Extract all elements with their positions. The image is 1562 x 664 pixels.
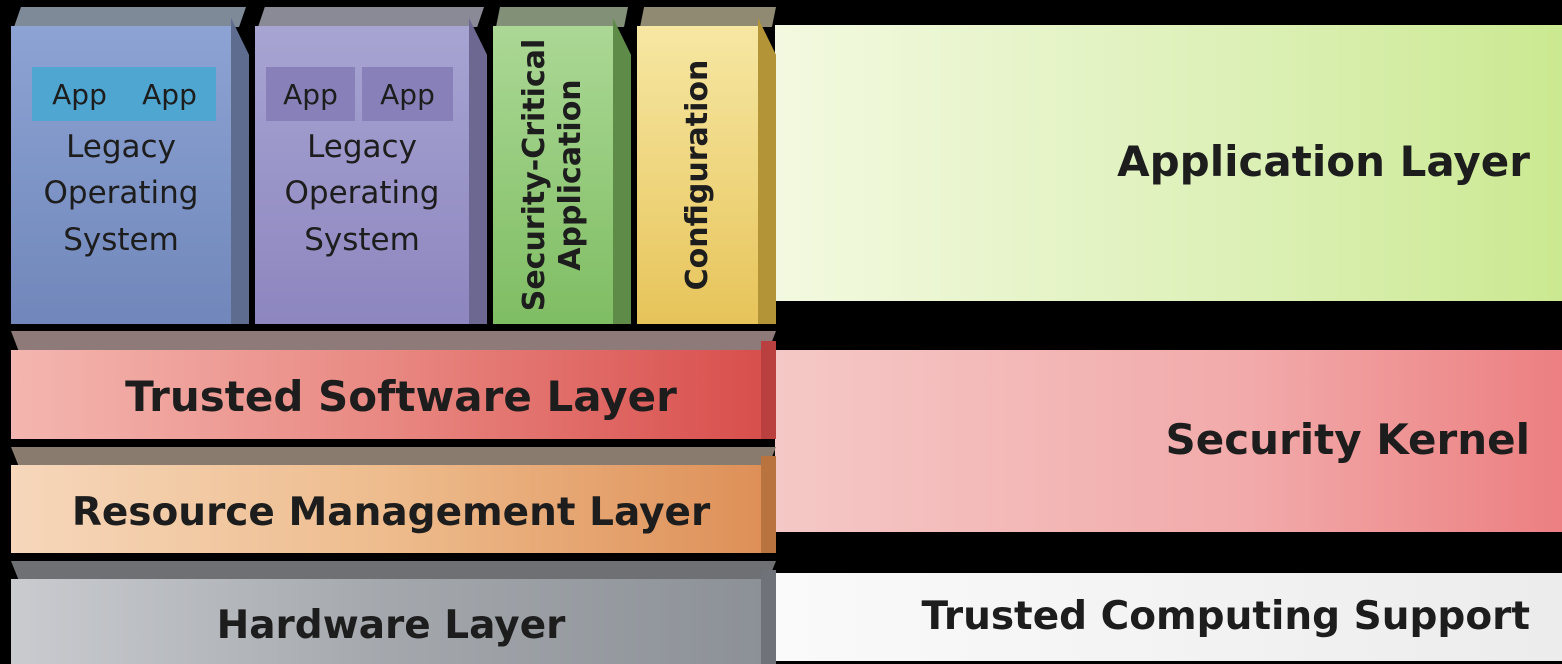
trusted-software-layer-side-face: [761, 341, 776, 439]
hardware-layer-top-face: [11, 561, 776, 580]
configuration-block: Configuration: [637, 26, 758, 324]
configuration-side-face: [758, 18, 776, 324]
trusted-software-layer-label: Trusted Software Layer: [125, 372, 677, 421]
hardware-layer: Hardware Layer: [11, 579, 761, 664]
security-kernel-band: Security Kernel: [775, 350, 1562, 532]
legacy-os-1-app-right: App: [123, 67, 216, 121]
security-critical-block: Security-Critical Application: [493, 26, 613, 324]
security-critical-label: Security-Critical Application: [517, 26, 589, 324]
legacy-os-2-side-face: [469, 18, 487, 324]
resource-management-layer-top-face: [11, 447, 776, 466]
trusted-software-layer: Trusted Software Layer: [11, 350, 761, 439]
legacy-os-2-label-line1: Legacy: [307, 129, 417, 165]
legacy-os-2-label-line3: System: [304, 222, 420, 258]
resource-management-layer: Resource Management Layer: [11, 465, 761, 553]
hardware-layer-label: Hardware Layer: [216, 603, 566, 648]
security-critical-label-line2: Application: [553, 79, 588, 271]
security-critical-label-line1: Security-Critical: [517, 38, 552, 312]
legacy-os-1-side-face: [231, 18, 249, 324]
security-kernel-label: Security Kernel: [1165, 415, 1530, 464]
trusted-computing-support-label: Trusted Computing Support: [921, 594, 1530, 639]
trusted-computing-support-band: Trusted Computing Support: [775, 573, 1562, 661]
configuration-top-face: [640, 7, 776, 27]
configuration-label: Configuration: [680, 59, 715, 291]
legacy-os-1-label-line3: System: [63, 222, 179, 258]
legacy-os-2-app-left: App: [266, 67, 355, 121]
resource-management-layer-side-face: [761, 456, 776, 553]
legacy-os-2-app-right: App: [362, 67, 453, 121]
legacy-os-1-block: App App Legacy Operating System: [11, 26, 231, 324]
legacy-os-2-label-line2: Operating: [284, 175, 440, 211]
legacy-os-1-app-left: App: [32, 67, 127, 121]
resource-management-layer-label: Resource Management Layer: [71, 490, 711, 535]
hardware-layer-side-face: [761, 570, 776, 664]
legacy-os-2-top-face: [258, 7, 484, 27]
security-critical-top-face: [496, 7, 628, 27]
application-layer-label: Application Layer: [1117, 137, 1530, 186]
application-layer-band: Application Layer: [775, 25, 1562, 301]
legacy-os-1-top-face: [14, 7, 246, 27]
security-critical-side-face: [613, 18, 631, 324]
legacy-os-1-label-line2: Operating: [43, 175, 199, 211]
legacy-os-2-block: App App Legacy Operating System: [255, 26, 469, 324]
trusted-software-layer-top-face: [11, 331, 776, 351]
legacy-os-1-label-line1: Legacy: [66, 129, 176, 165]
